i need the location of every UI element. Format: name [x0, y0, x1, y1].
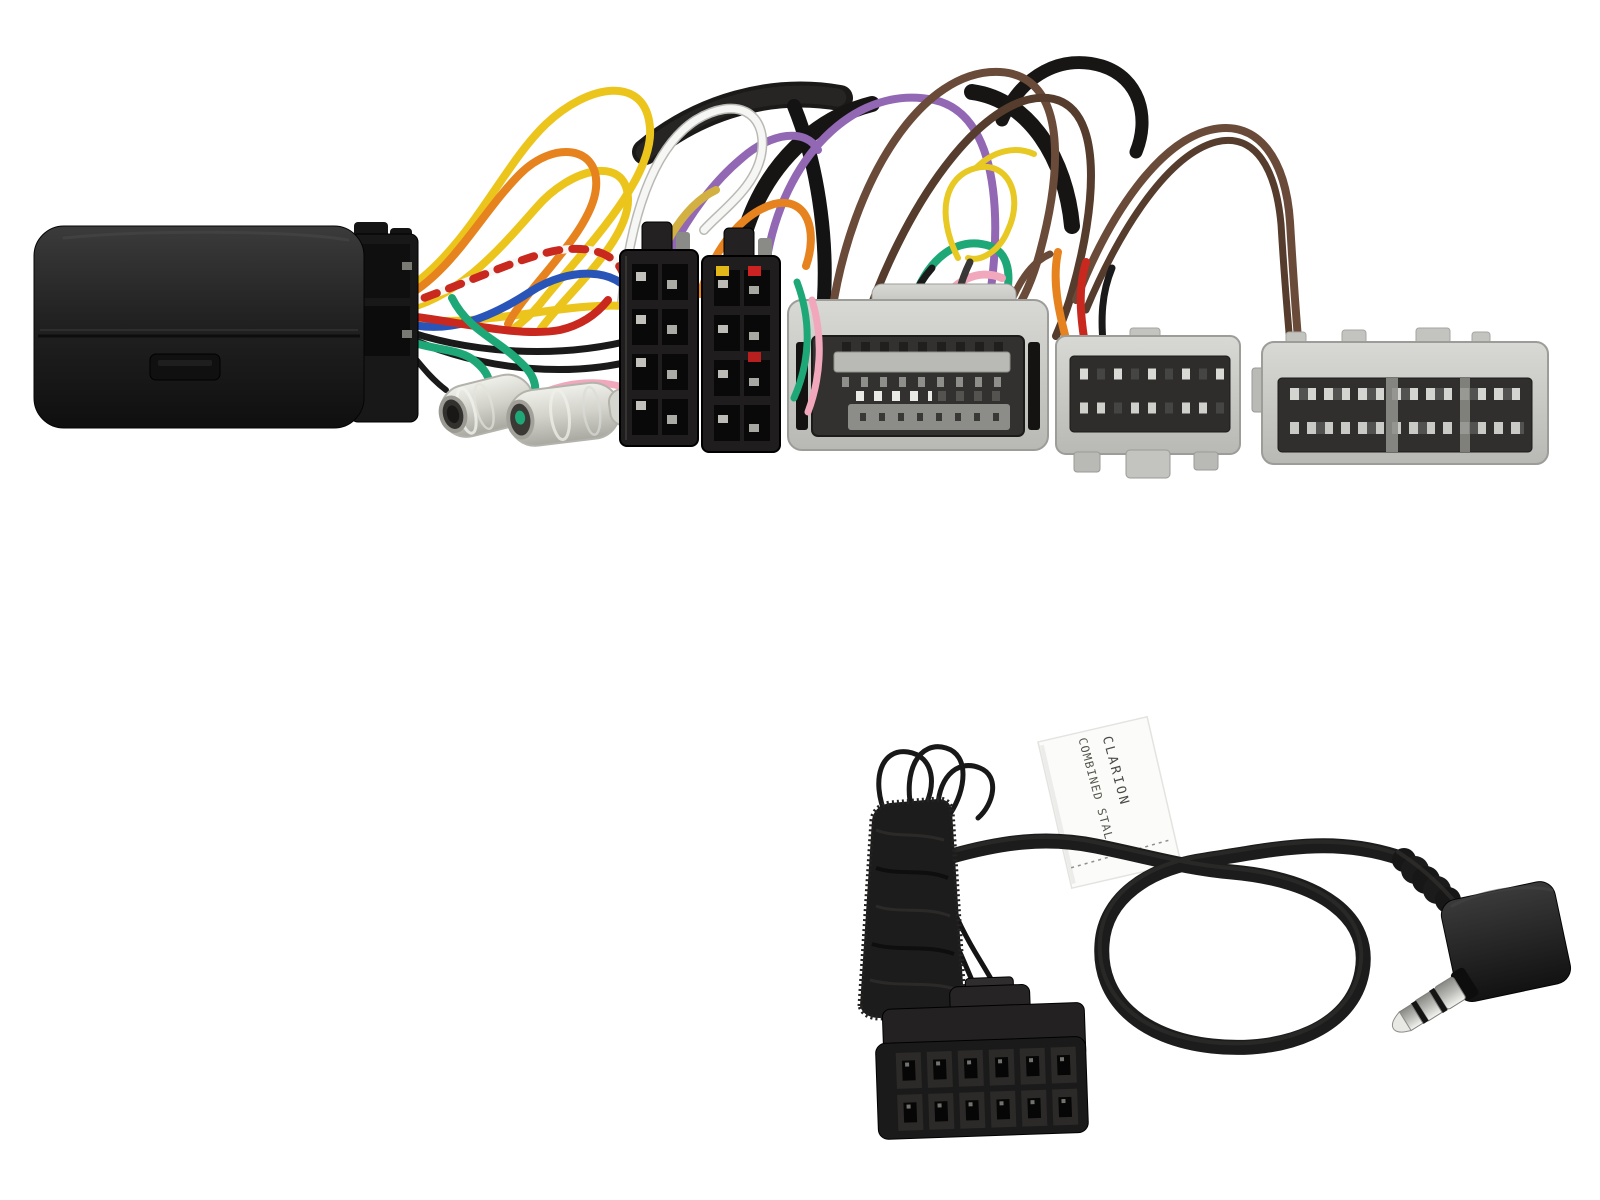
iso-connector-1 — [619, 221, 699, 447]
iso-2-wire-red-1 — [748, 266, 761, 276]
vc3-key-2 — [1460, 378, 1470, 452]
bullet-terminal-2-ring — [549, 388, 571, 442]
wire-teal-front — [790, 278, 811, 402]
patch-cable — [944, 833, 1408, 1055]
jack-plug-collar — [1450, 967, 1479, 1001]
cable-label-left-shade — [1039, 744, 1076, 885]
wire-green-2 — [448, 294, 540, 400]
cable-tie-loop — [942, 163, 1018, 262]
wire-blue — [396, 269, 636, 331]
jack-plug — [1391, 967, 1479, 1033]
vehicle-connector-2 — [1055, 327, 1241, 479]
interface-box-slot-inner — [158, 360, 212, 366]
molex-connector — [875, 976, 1089, 1140]
patch-cable-path — [944, 833, 1408, 1055]
wire-red-1 — [396, 296, 612, 336]
bullet-terminal-1-hole-core — [446, 405, 460, 424]
jack-plug-mid — [1415, 991, 1443, 1022]
interface-box-top-highlight — [62, 230, 350, 242]
wire-pink-front — [804, 296, 823, 416]
iso-2-wire-yellow — [716, 266, 729, 276]
velcro-texture-5 — [869, 978, 959, 992]
vc1-silver-bar — [833, 351, 1011, 373]
patch-wire-loops — [876, 744, 996, 821]
vc3-key-1 — [1386, 378, 1398, 452]
harness-box-wires — [394, 86, 666, 400]
velcro-wrap — [857, 796, 967, 1021]
vc2-leg-2 — [1125, 449, 1171, 479]
velcro-strap-top-texture — [636, 85, 849, 161]
harness-upper-wires — [617, 67, 1305, 382]
jack-plug-tip — [1391, 1011, 1412, 1033]
bullet-terminal-2-wire-core — [515, 410, 526, 425]
patch-loop-1 — [876, 749, 934, 819]
iso-1-latch-metal — [676, 232, 690, 252]
velcro-body — [857, 796, 967, 1021]
loom-segment-3 — [787, 99, 832, 329]
cable-label-perforation — [1070, 838, 1172, 869]
vc2-window — [1069, 355, 1231, 433]
interface-box-body — [33, 225, 365, 429]
iso-2-latch-metal — [758, 238, 772, 258]
wire-yellow-1 — [396, 86, 655, 334]
velcro-texture-2 — [875, 866, 949, 880]
patch-loop-2 — [906, 744, 966, 817]
vehicle-connector-3 — [1251, 327, 1549, 465]
vehicle-connector-1 — [787, 283, 1049, 451]
interface-box-cavity-2 — [358, 306, 410, 356]
jack-35mm — [1391, 848, 1572, 1033]
wire-brown-pair-a — [1072, 124, 1305, 376]
vc2-leg-3 — [1193, 451, 1219, 471]
interface-box-cavity-1 — [358, 244, 410, 298]
interface-box-pin-2 — [402, 330, 412, 338]
jack-plug-ring-1 — [1428, 987, 1448, 1014]
wire-redwhite-red — [396, 244, 629, 310]
wire-brown-pair-b — [1082, 136, 1297, 382]
bullet-terminal-2-ring2 — [582, 385, 602, 436]
vc1-side-slot-right — [1028, 342, 1040, 430]
velcro-texture-3 — [875, 904, 951, 918]
patch-cable-highlight — [948, 835, 1400, 1046]
jack-body-highlight — [1450, 886, 1554, 908]
patch-loop-3 — [935, 763, 996, 821]
velcro-texture-4 — [871, 942, 955, 956]
loom-segment-2 — [964, 84, 1080, 234]
harness-looms — [632, 56, 1149, 329]
jack-plug-ring-2 — [1410, 1000, 1429, 1024]
interface-box-slot — [149, 353, 221, 381]
cable-tie-end — [973, 147, 1037, 171]
vc1-lower-bar — [848, 404, 1010, 430]
wire-brown-2 — [858, 93, 1095, 340]
iso-connector-2 — [701, 227, 781, 453]
velcro-texture-1 — [875, 828, 945, 842]
wire-white-loop — [618, 105, 766, 306]
loom-segment-1 — [737, 96, 880, 240]
loom-segment-4 — [995, 56, 1149, 159]
wire-black-1 — [394, 324, 644, 355]
interface-box-pin-1 — [402, 262, 412, 270]
interface-box — [33, 222, 419, 429]
wire-brown-1 — [828, 67, 1059, 328]
wire-orange-1 — [396, 148, 601, 328]
bullet-terminal-1-ring2 — [473, 382, 495, 431]
vc2-leg-1 — [1073, 451, 1101, 473]
iso-2-wire-red-2 — [748, 352, 761, 362]
